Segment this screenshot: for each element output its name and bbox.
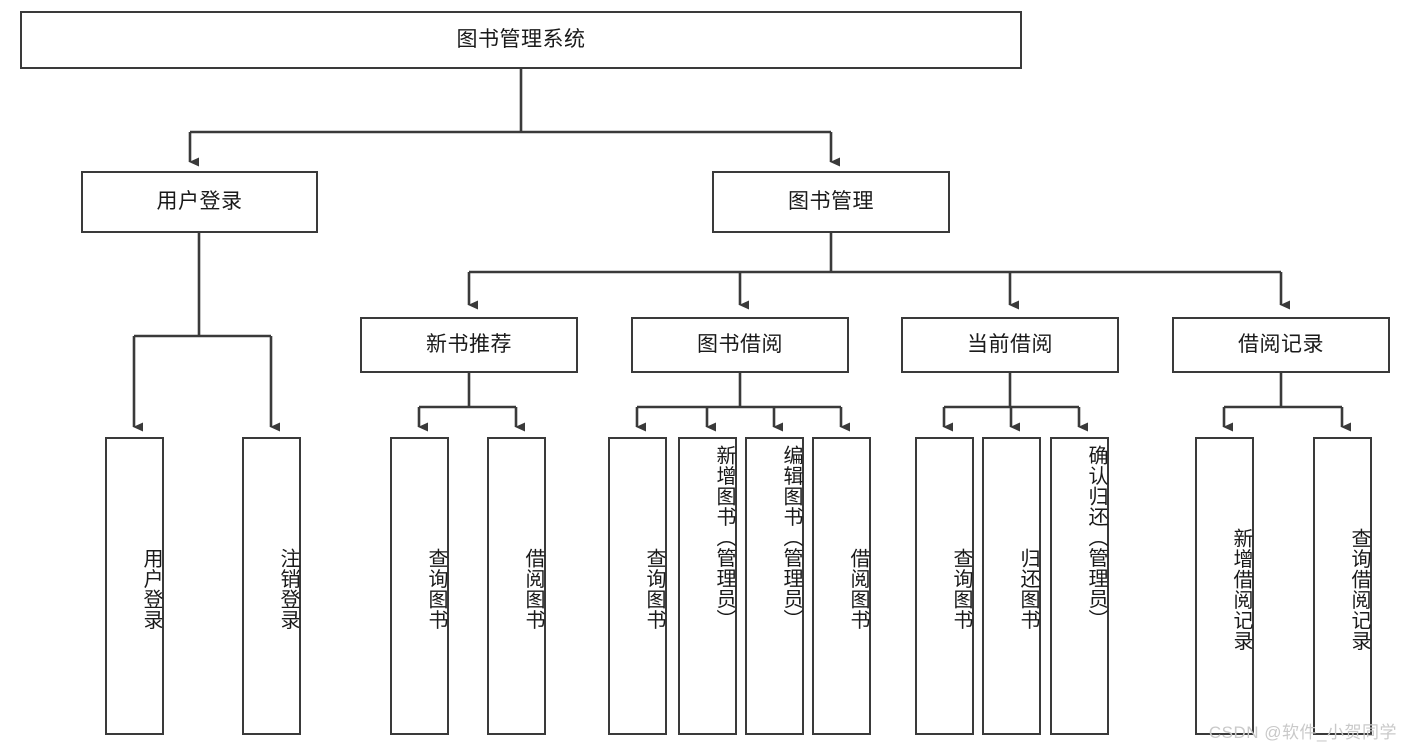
node-label: 确认归还（管理员） [1085,445,1107,630]
leaf-new-book-borrow[interactable]: 借阅图书 [487,437,546,735]
leaf-new-book-query[interactable]: 查询图书 [390,437,449,735]
node-label: 借阅记录 [1238,333,1324,357]
node-new-book-recommend[interactable]: 新书推荐 [360,317,578,373]
node-label: 查询图书 [425,548,447,630]
node-label: 图书管理 [788,190,874,214]
node-borrow-records[interactable]: 借阅记录 [1172,317,1390,373]
node-label: 查询借阅记录 [1348,527,1370,651]
node-book-management[interactable]: 图书管理 [712,171,950,233]
node-label: 借阅图书 [847,548,869,630]
node-label: 借阅图书 [522,548,544,630]
leaf-record-query[interactable]: 查询借阅记录 [1313,437,1372,735]
leaf-borrow-edit-book-admin[interactable]: 编辑图书（管理员） [745,437,804,735]
leaf-user-login-signout[interactable]: 注销登录 [242,437,301,735]
leaf-current-confirm-return-admin[interactable]: 确认归还（管理员） [1050,437,1109,735]
leaf-borrow-borrow-book[interactable]: 借阅图书 [812,437,871,735]
leaf-borrow-query-book[interactable]: 查询图书 [608,437,667,735]
node-user-login[interactable]: 用户登录 [81,171,318,233]
node-label: 归还图书 [1017,548,1039,630]
node-label: 新增图书（管理员） [713,445,735,630]
leaf-user-login-signin[interactable]: 用户登录 [105,437,164,735]
node-label: 用户登录 [156,190,243,214]
node-label: 查询图书 [643,548,665,630]
leaf-current-return-book[interactable]: 归还图书 [982,437,1041,735]
leaf-current-query-book[interactable]: 查询图书 [915,437,974,735]
node-label: 编辑图书（管理员） [780,445,802,630]
node-current-borrow[interactable]: 当前借阅 [901,317,1119,373]
node-label: 用户登录 [140,548,162,630]
node-label: 图书管理系统 [456,28,586,52]
leaf-borrow-add-book-admin[interactable]: 新增图书（管理员） [678,437,737,735]
node-root-system[interactable]: 图书管理系统 [20,11,1022,69]
node-label: 新增借阅记录 [1230,527,1252,651]
node-label: 图书借阅 [697,333,783,357]
leaf-record-add[interactable]: 新增借阅记录 [1195,437,1254,735]
node-label: 注销登录 [277,548,299,630]
node-label: 当前借阅 [967,333,1053,357]
csdn-watermark: CSDN @软件_小贺同学 [1208,723,1397,742]
node-label: 查询图书 [950,548,972,630]
node-book-borrow[interactable]: 图书借阅 [631,317,849,373]
node-label: 新书推荐 [426,333,512,357]
